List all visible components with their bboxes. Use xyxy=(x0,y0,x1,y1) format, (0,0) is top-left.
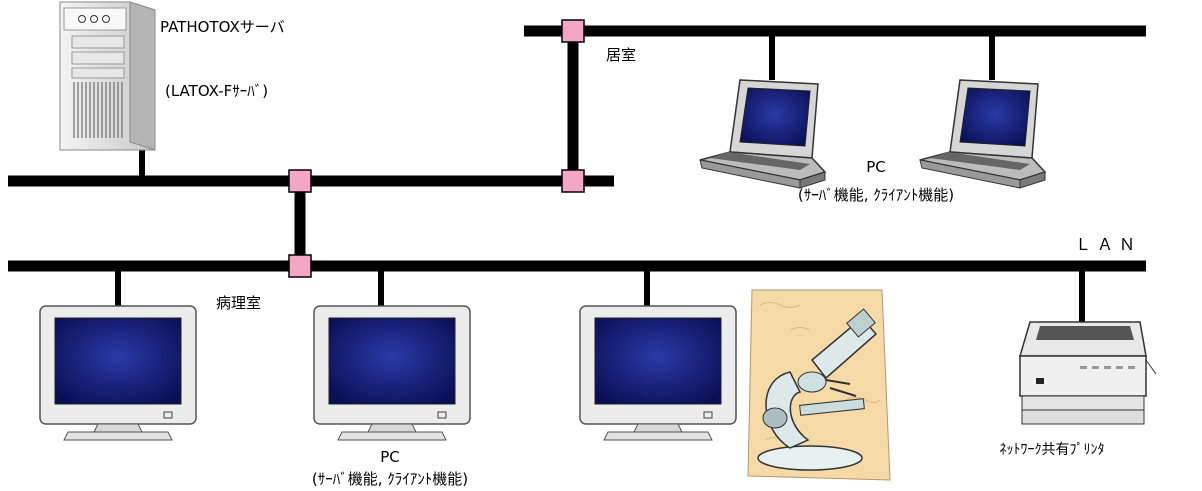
monitor-icon xyxy=(313,305,471,441)
room-office-label: 居室 xyxy=(606,46,636,64)
room-pathology-label: 病理室 xyxy=(216,294,261,312)
laptop-icon xyxy=(919,79,1047,189)
junction-office-bottom xyxy=(561,169,585,193)
lan-label: ＬＡＮ xyxy=(1075,235,1141,254)
junctions xyxy=(288,19,585,278)
junction-lan xyxy=(288,254,312,278)
monitor-icon xyxy=(39,305,197,441)
printer-icon xyxy=(1018,321,1157,425)
pc-top-title: PC xyxy=(866,158,886,176)
microscope-icon xyxy=(747,289,891,481)
network-lines xyxy=(8,25,1146,272)
junction-office-top xyxy=(561,19,585,43)
server-name: PATHOTOXサーバ xyxy=(160,18,285,36)
pc-bottom-title: PC xyxy=(380,448,400,466)
server-alias: (LATOX-Fｻｰﾊﾞ) xyxy=(165,82,268,100)
laptop-icon xyxy=(699,79,827,189)
junction-middle xyxy=(288,169,312,193)
drop-lines xyxy=(115,31,1085,322)
pc-bottom-subtitle: (ｻｰﾊﾞ機能, ｸﾗｲｱﾝﾄ機能) xyxy=(312,470,468,488)
monitor-icon xyxy=(579,305,737,441)
server-icon xyxy=(59,1,156,151)
printer-label: ﾈｯﾄﾜｰｸ共有ﾌﾟﾘﾝﾀ xyxy=(1000,442,1105,458)
pc-top-subtitle: (ｻｰﾊﾞ機能, ｸﾗｲｱﾝﾄ機能) xyxy=(798,186,954,204)
